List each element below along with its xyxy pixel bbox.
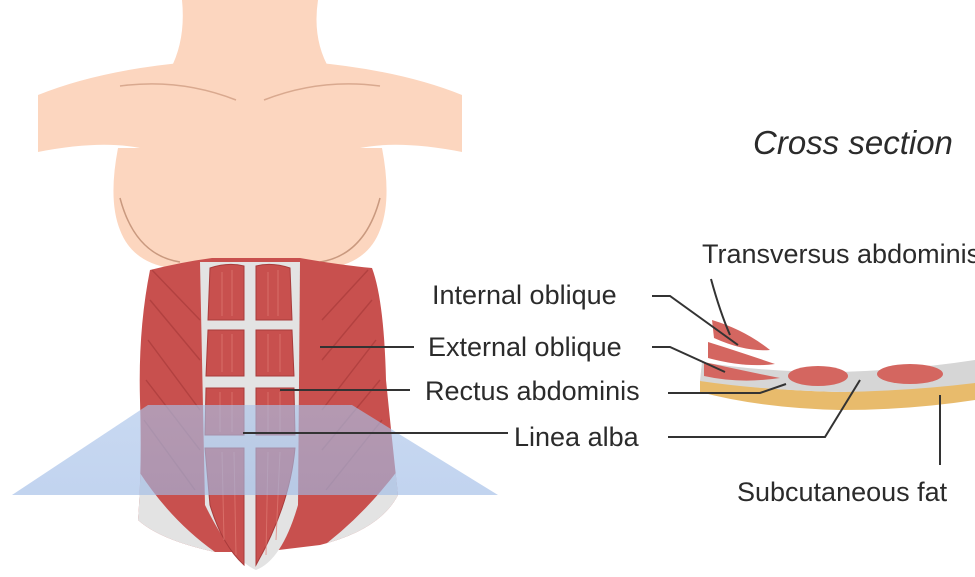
label-internal-oblique: Internal oblique bbox=[432, 280, 617, 310]
upper-torso-skin bbox=[38, 0, 462, 268]
label-linea-alba: Linea alba bbox=[514, 422, 640, 452]
cross-section-illustration bbox=[700, 320, 975, 410]
label-rectus-abdominis: Rectus abdominis bbox=[425, 376, 640, 406]
cross-section-title: Cross section bbox=[753, 124, 953, 161]
label-subcutaneous-fat: Subcutaneous fat bbox=[737, 477, 948, 507]
label-transversus-abdominis: Transversus abdominis bbox=[702, 239, 975, 269]
section-plane bbox=[12, 405, 498, 495]
label-external-oblique: External oblique bbox=[428, 332, 622, 362]
